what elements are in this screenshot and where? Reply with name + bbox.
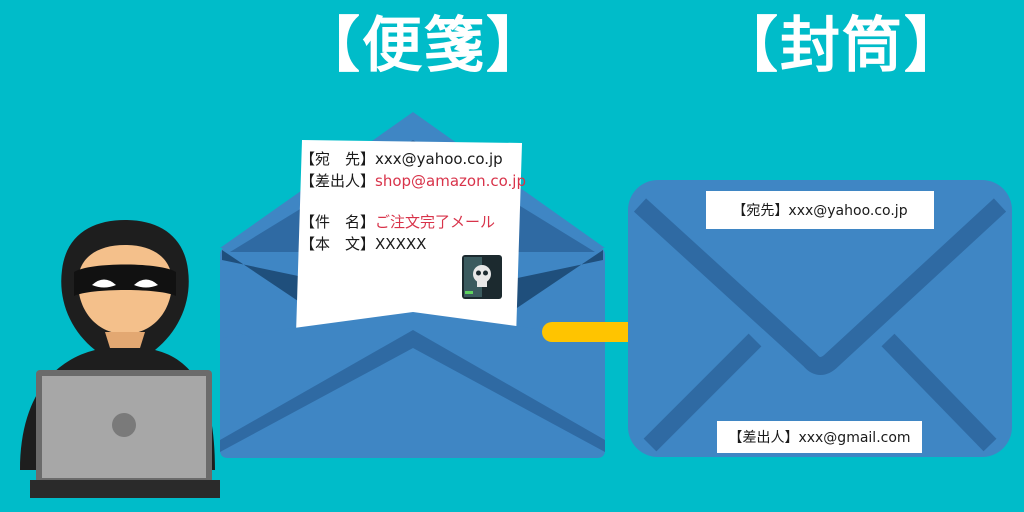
letter-body-line: 【本 文】XXXXX [300, 233, 426, 255]
letter-from-label: 【差出人】 [300, 172, 376, 190]
title-letter: 【便箋】 [300, 11, 548, 81]
letter-body-value: XXXXX [375, 235, 427, 253]
envelope-to-label: 【宛先】xxx@yahoo.co.jp [706, 191, 934, 229]
letter-to-label: 【宛 先】 [300, 150, 376, 168]
letter-subject-line: 【件 名】ご注文完了メール [300, 211, 495, 233]
letter-body-label: 【本 文】 [300, 235, 376, 253]
title-envelope: 【封筒】 [718, 11, 966, 81]
closed-envelope [628, 180, 1012, 457]
letter-from-line: 【差出人】shop@amazon.co.jp [300, 170, 526, 192]
letter-subject-value: ご注文完了メール [375, 213, 496, 231]
envelope-from-label: 【差出人】xxx@gmail.com [717, 421, 922, 453]
letter-subject-label: 【件 名】 [300, 213, 376, 231]
letter-to-line: 【宛 先】xxx@yahoo.co.jp [300, 148, 503, 170]
letter-from-value: shop@amazon.co.jp [375, 172, 526, 190]
open-envelope-front [220, 312, 605, 458]
skull-attachment-icon [462, 255, 502, 299]
letter-to-value: xxx@yahoo.co.jp [375, 150, 503, 168]
laptop-icon [30, 370, 220, 498]
